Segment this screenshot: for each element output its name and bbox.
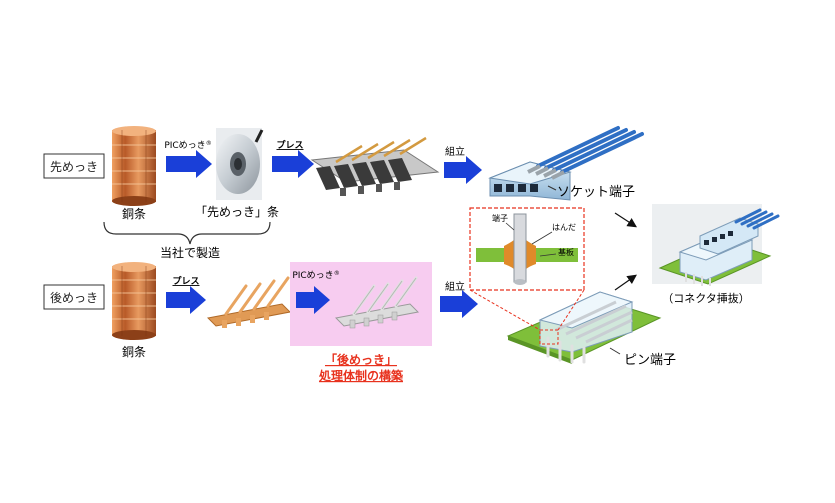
arrow-post-1 xyxy=(166,286,206,314)
detail-terminal-pin xyxy=(513,213,527,283)
step-press-pre: プレス xyxy=(276,139,303,151)
arrow-post-3 xyxy=(440,290,478,318)
silver-stamped-strip xyxy=(334,276,420,329)
arrow-to-result-bottom xyxy=(614,274,637,291)
step-press-post: プレス xyxy=(172,275,199,287)
pre-plated-stamped-strip xyxy=(310,136,440,196)
row-label-pre: 先めっき xyxy=(50,160,98,174)
row-label-pre-box xyxy=(43,153,105,179)
solder-detail-inset: 端子 はんだ 基板 xyxy=(469,207,585,331)
detail-board-label: 基板 xyxy=(558,247,574,257)
manufacture-brace: 当社で製造 xyxy=(103,221,271,260)
detail-solder-label: はんだ xyxy=(552,223,576,232)
row-label-post-box xyxy=(43,284,105,310)
preplated-caption: 「先めっき」条 xyxy=(195,205,279,219)
copper-caption-post: 銅条 xyxy=(122,345,146,359)
copper-coil-image xyxy=(112,126,156,206)
socket-caption: ソケット端子 xyxy=(557,185,635,200)
detail-focus-box xyxy=(539,329,559,345)
pin-callout-line xyxy=(609,347,621,355)
step-pic-pre: PICめっき® xyxy=(164,140,211,151)
mated-connector-image xyxy=(652,204,780,286)
copper-caption-pre: 銅条 xyxy=(122,207,146,221)
brace-caption: 当社で製造 xyxy=(160,245,220,260)
result-caption: （コネクタ挿抜） xyxy=(662,291,750,305)
socket-callout-line xyxy=(547,185,557,191)
arrow-pre-2 xyxy=(272,150,314,178)
row-pre-plating: 先めっき 銅条 PICめっき® 「先めっき」条 プレス xyxy=(43,126,644,221)
silver-coil-image xyxy=(216,128,264,200)
pin-connector-image xyxy=(506,291,662,364)
arrow-pre-1 xyxy=(166,150,212,178)
arrow-post-2 xyxy=(296,286,330,314)
arrow-pre-3 xyxy=(444,156,482,184)
step-assembly-post: 組立 xyxy=(445,280,465,293)
row-label-post: 後めっき xyxy=(50,291,98,305)
copper-coil-image-post xyxy=(112,262,156,340)
post-system-line2: 処理体制の構築 xyxy=(318,368,404,383)
arrow-to-result-top xyxy=(614,212,638,228)
pin-caption: ピン端子 xyxy=(624,353,676,368)
step-assembly-pre: 組立 xyxy=(445,145,465,158)
socket-connector-image xyxy=(488,126,644,201)
copper-stamped-strip xyxy=(206,276,292,328)
detail-terminal-label: 端子 xyxy=(492,213,508,223)
row-post-plating: 後めっき 銅条 プレス PICめっき® xyxy=(43,262,676,383)
step-pic-post: PICめっき® xyxy=(292,270,339,281)
post-system-line1: 「後めっき」 xyxy=(325,352,397,367)
